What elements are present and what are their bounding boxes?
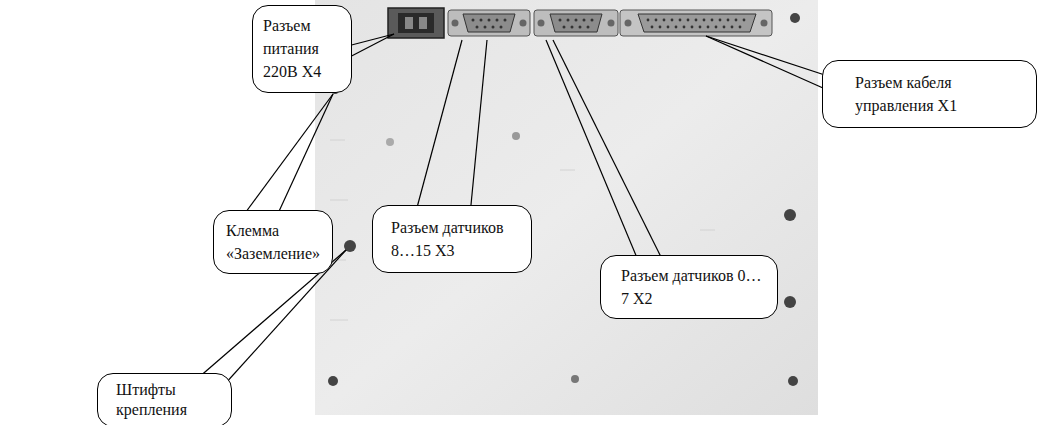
callout-text: Клемма «Заземление» — [226, 219, 324, 265]
callout-box: Клемма «Заземление» — [213, 210, 333, 274]
callout-text: Разъем датчиков 0…7 X2 — [621, 264, 763, 310]
callout-box: Разъем питания 220В X4 — [252, 5, 352, 93]
callout-text: Разъем питания 220В X4 — [263, 14, 341, 84]
db9-connector — [534, 10, 618, 36]
callout-box: Разъем кабеля управления X1 — [822, 60, 1037, 128]
callout-text: Штифты крепления — [116, 380, 221, 420]
power-connector — [388, 8, 444, 38]
screws — [324, 13, 800, 386]
rear-panel — [315, 0, 818, 415]
db9-connector — [448, 10, 530, 36]
db25-connector — [620, 10, 772, 36]
callout-box: Разъем датчиков 8…15 X3 — [372, 205, 532, 273]
callout-box: Разъем датчиков 0…7 X2 — [600, 255, 778, 319]
callout-text: Разъем кабеля управления X1 — [855, 71, 1016, 117]
callout-box: Штифты крепления — [97, 373, 232, 425]
callout-text: Разъем датчиков 8…15 X3 — [391, 216, 517, 262]
